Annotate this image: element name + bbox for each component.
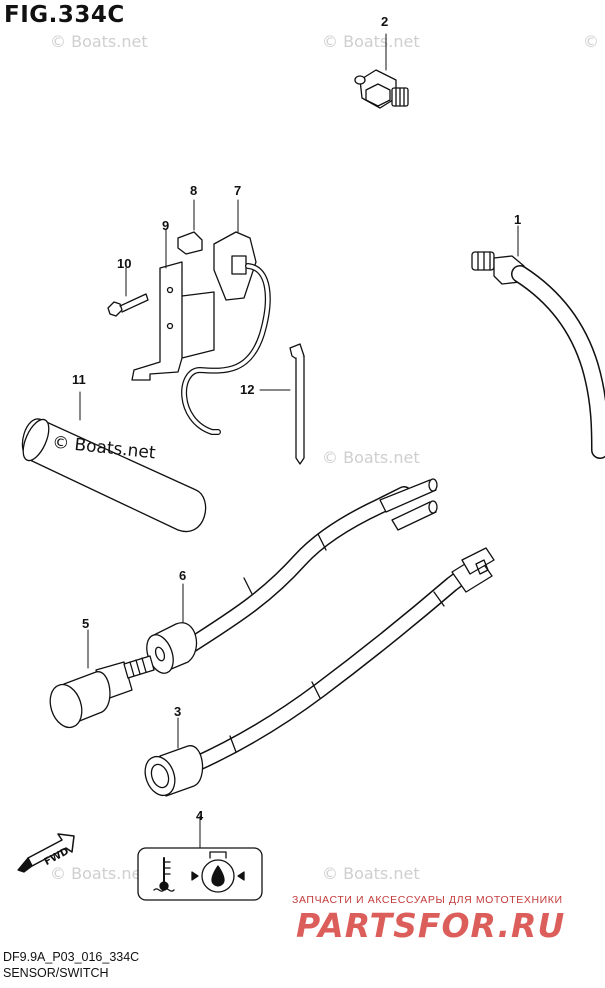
part-6-wire-harness	[182, 478, 438, 654]
watermark: © Boats.net	[50, 32, 148, 51]
callout-1: 1	[514, 212, 522, 227]
part-2-sensor	[354, 33, 409, 109]
part-3-wire-harness	[188, 547, 495, 772]
fwd-arrow-icon	[17, 833, 75, 873]
part-5-switch	[49, 629, 155, 729]
figure-title: FIG.334C	[4, 2, 125, 28]
figure-code: DF9.9A_P03_016_334C	[3, 950, 140, 964]
part-3-switch	[144, 717, 204, 797]
part-9-bracket	[131, 229, 215, 381]
figure-name: SENSOR/SWITCH	[3, 966, 109, 980]
thermometer-icon	[153, 857, 175, 892]
part-1-sender	[471, 225, 605, 459]
callout-9: 9	[162, 218, 170, 233]
callout-3: 3	[174, 704, 182, 719]
watermark: © Boats.net	[322, 864, 420, 883]
callout-5: 5	[82, 616, 90, 631]
callout-8: 8	[190, 183, 198, 198]
shop-tagline: ЗАПЧАСТИ И АКСЕССУАРЫ ДЛЯ МОТОТЕХНИКИ	[292, 894, 563, 906]
watermark: © Boats.net	[322, 32, 420, 51]
callout-4: 4	[196, 808, 204, 823]
part-4-label	[137, 815, 263, 901]
watermark: © Boats.net	[50, 864, 148, 883]
shop-brand-logo: PARTSFOR.RU	[296, 906, 566, 945]
callout-2: 2	[381, 14, 389, 29]
callout-6: 6	[179, 568, 187, 583]
callout-7: 7	[234, 183, 242, 198]
callout-10: 10	[117, 256, 132, 271]
part-10-screw	[107, 267, 149, 317]
part-8-collar	[177, 199, 203, 255]
watermark: © Boats.net	[322, 448, 420, 467]
part-6-grommet	[146, 583, 198, 674]
part-12-tie	[259, 343, 305, 465]
callout-12: 12	[240, 382, 255, 397]
part-11-tube	[21, 391, 207, 533]
watermark: © Boats.net	[583, 32, 605, 51]
oil-pressure-icon	[191, 851, 245, 893]
part-7-switch	[181, 199, 271, 435]
callout-11: 11	[72, 372, 86, 387]
